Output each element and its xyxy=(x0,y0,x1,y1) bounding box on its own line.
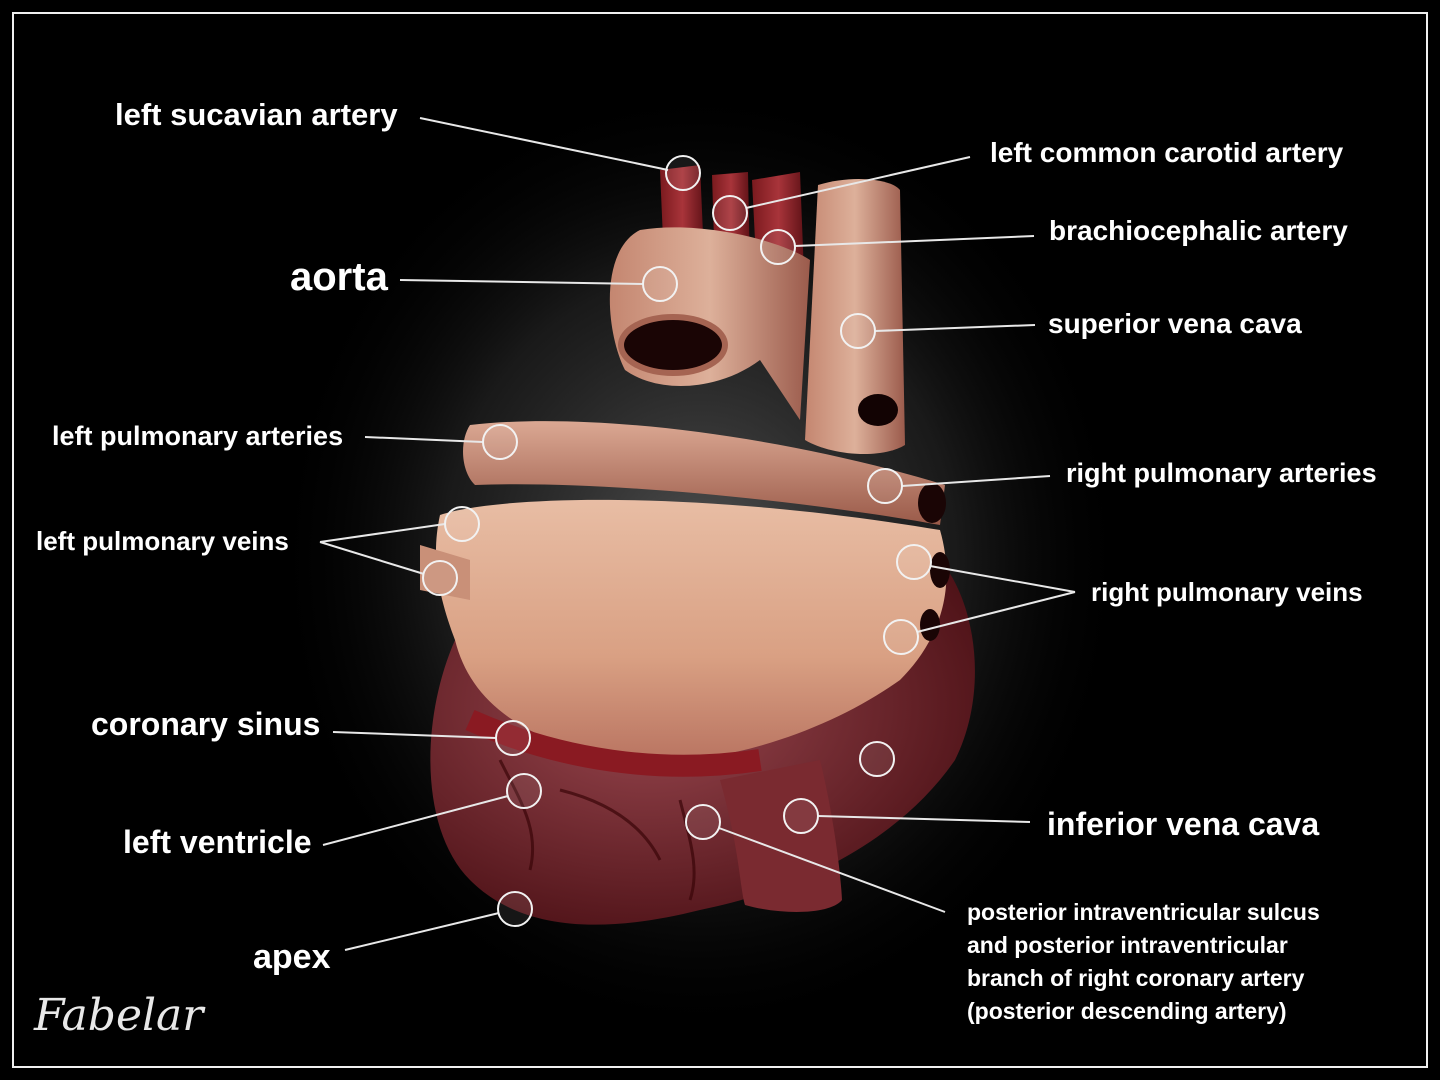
marker-aorta xyxy=(642,266,678,302)
marker-left-pulmonary-arteries xyxy=(482,424,518,460)
svc-opening xyxy=(858,394,898,426)
superior-vena-cava-shape xyxy=(805,178,905,455)
label-aorta: aorta xyxy=(290,255,389,299)
label-coronary-sinus: coronary sinus xyxy=(91,706,320,742)
coronary-sinus-shape xyxy=(465,709,762,777)
label-posterior-line-3: branch of right coronary artery xyxy=(967,965,1305,991)
label-left-pulmonary-veins: left pulmonary veins xyxy=(36,526,289,556)
label-left-ventricle: left ventricle xyxy=(123,824,312,860)
label-posterior-line-4: (posterior descending artery) xyxy=(967,998,1287,1024)
label-left-subclavian: left sucavian artery xyxy=(115,97,398,132)
marker-superior-vena-cava xyxy=(840,313,876,349)
label-right-pulmonary-arteries: right pulmonary arteries xyxy=(1066,458,1377,488)
marker-right-pulmonary-vein-upper xyxy=(896,544,932,580)
label-right-pulmonary-veins: right pulmonary veins xyxy=(1091,577,1363,607)
label-superior-vena-cava: superior vena cava xyxy=(1048,308,1302,339)
marker-coronary-sinus xyxy=(495,720,531,756)
frame-border xyxy=(12,12,1428,1068)
marker-brachiocephalic xyxy=(760,229,796,265)
label-brachiocephalic: brachiocephalic artery xyxy=(1049,215,1348,246)
leader-lines xyxy=(319,117,1076,951)
label-apex: apex xyxy=(253,938,331,976)
marker-posterior-sulcus xyxy=(685,804,721,840)
marker-left-pulmonary-vein-upper xyxy=(444,506,480,542)
marker-apex xyxy=(497,891,533,927)
fabelar-logo: Fabelar xyxy=(33,990,206,1041)
labels: left sucavian artery left common carotid… xyxy=(36,97,1377,1024)
marker-circles xyxy=(422,155,932,927)
heart-illustration xyxy=(420,165,975,925)
marker-inferior-vena-cava xyxy=(783,798,819,834)
label-posterior-line-1: posterior intraventricular sulcus xyxy=(967,899,1320,925)
right-pv-opening-lower xyxy=(920,609,940,641)
left-pulmonary-vein-lower xyxy=(420,545,470,600)
label-left-common-carotid: left common carotid artery xyxy=(990,137,1344,168)
marker-left-subclavian xyxy=(665,155,701,191)
marker-right-pulmonary-vein-lower xyxy=(883,619,919,655)
marker-right-pulmonary-arteries xyxy=(867,468,903,504)
label-inferior-vena-cava: inferior vena cava xyxy=(1047,806,1319,842)
inferior-vena-cava-shape xyxy=(720,760,842,912)
marker-unlabeled xyxy=(859,741,895,777)
label-posterior-line-2: and posterior intraventricular xyxy=(967,932,1288,958)
left-atrium xyxy=(435,499,947,762)
label-left-pulmonary-arteries: left pulmonary arteries xyxy=(52,421,343,451)
marker-left-common-carotid xyxy=(712,195,748,231)
pulmonary-artery-shape xyxy=(463,421,945,525)
marker-left-ventricle xyxy=(506,773,542,809)
coronary-vessels xyxy=(498,759,696,901)
right-pa-opening xyxy=(918,483,946,523)
marker-left-pulmonary-vein-lower xyxy=(422,560,458,596)
right-pv-opening-upper xyxy=(930,552,950,588)
aorta-opening xyxy=(618,314,728,376)
